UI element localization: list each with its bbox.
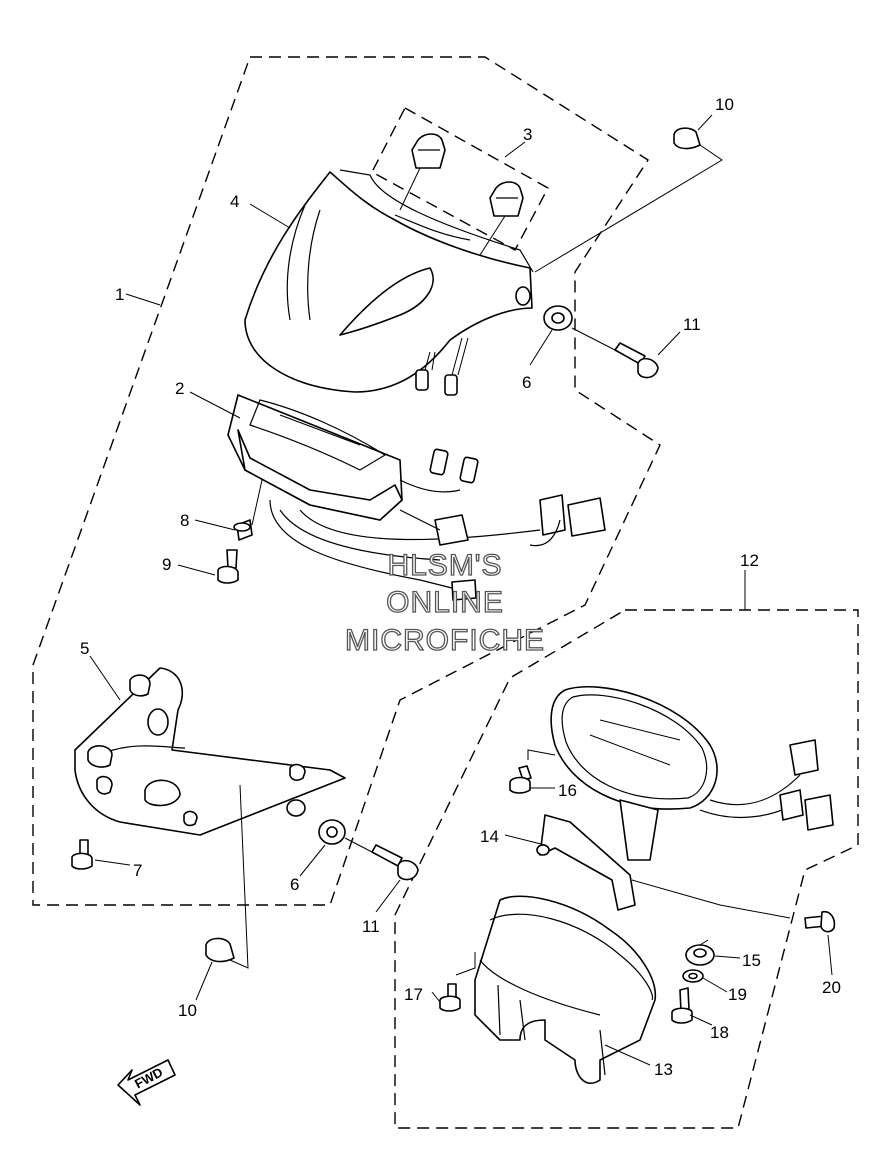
callout-19: 19 — [728, 985, 747, 1004]
damper-part-6-lower — [318, 819, 346, 845]
callout-10-lower: 10 — [178, 1001, 197, 1020]
screw-part-18 — [671, 987, 693, 1024]
group-boundary-3 — [371, 107, 549, 251]
meter-case-part — [474, 895, 657, 1084]
callout-18: 18 — [710, 1023, 729, 1042]
grommet-part-10-top — [534, 127, 723, 273]
washer-part-19 — [682, 969, 704, 983]
callout-15: 15 — [742, 951, 761, 970]
meter-part-12 — [550, 686, 834, 861]
watermark-line-2: ONLINE — [386, 586, 504, 619]
callout-11-top: 11 — [683, 315, 701, 334]
grommet-part-10-lower — [205, 937, 235, 963]
damper-part-6-top — [543, 305, 573, 331]
watermark-line-1: HLSM'S — [387, 549, 502, 582]
callout-17: 17 — [404, 985, 423, 1004]
callout-labels: 1 2 3 4 5 6 6 7 8 9 10 10 11 11 12 13 14… — [80, 95, 841, 1079]
watermark-line-3: MICROFICHE — [345, 624, 545, 657]
screw-part-17 — [439, 952, 476, 1012]
watermark: HLSM'S ONLINE MICROFICHE — [344, 548, 545, 657]
bulb-sockets-part — [399, 133, 524, 256]
callout-16: 16 — [558, 781, 577, 800]
leader-lines — [89, 114, 833, 1066]
callout-10-top: 10 — [715, 95, 734, 114]
meter-cover-part — [244, 169, 534, 396]
callout-8: 8 — [180, 511, 189, 530]
callout-9: 9 — [162, 555, 171, 574]
bracket-part-14 — [536, 814, 791, 919]
callout-2: 2 — [175, 379, 184, 398]
forward-direction-arrow: FWD — [117, 1059, 176, 1106]
bracket-part-5 — [74, 667, 346, 969]
bolt-part-11-lower — [344, 837, 419, 881]
callout-7: 7 — [133, 861, 142, 880]
callout-12: 12 — [740, 551, 759, 570]
bolt-part-11-top — [571, 327, 659, 379]
callout-11-lower: 11 — [362, 917, 380, 936]
callout-6-lower: 6 — [290, 875, 299, 894]
callout-5: 5 — [80, 639, 89, 658]
callout-14: 14 — [480, 827, 499, 846]
callout-6-top: 6 — [522, 373, 531, 392]
callout-13: 13 — [654, 1060, 673, 1079]
screw-part-7 — [71, 839, 93, 870]
screw-part-9 — [217, 549, 239, 584]
grommet-part-15 — [685, 944, 715, 966]
group-boundary-12 — [394, 609, 859, 1129]
callout-20: 20 — [822, 978, 841, 997]
collar-part-8 — [233, 479, 263, 541]
screw-part-16 — [509, 749, 556, 794]
callout-1: 1 — [115, 285, 124, 304]
meter-assembly-part — [227, 394, 606, 601]
group-boundary-1 — [32, 56, 661, 906]
callout-3: 3 — [523, 125, 532, 144]
callout-4: 4 — [230, 192, 239, 211]
screw-part-20 — [699, 910, 836, 946]
